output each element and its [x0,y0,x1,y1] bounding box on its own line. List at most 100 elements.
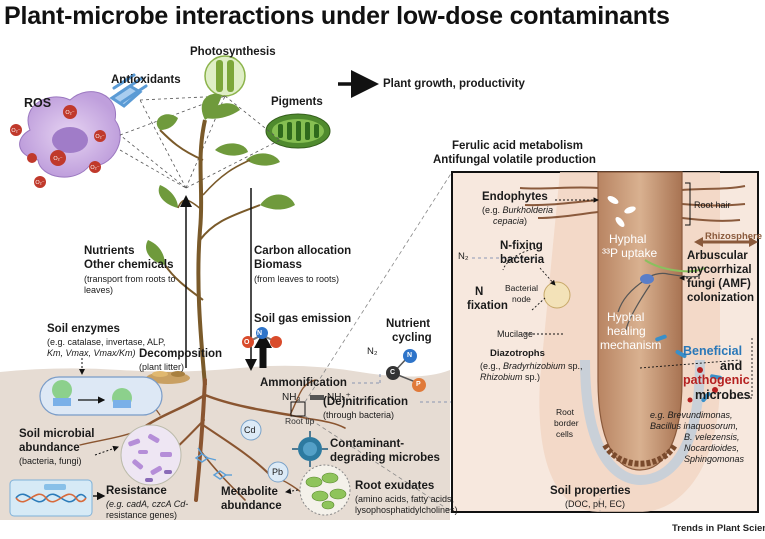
hyphal-healing-label-3: mechanism [600,338,662,352]
resistance-genes-2: resistance genes) [106,510,178,520]
inset-n2-label: N₂ [458,251,469,262]
transport-note: (transport from roots to [84,274,176,284]
resistance-genes: (e.g. cadA, czcA Cd- [106,499,189,509]
chloroplast-pigments [265,113,331,149]
transport-note-2: leaves) [84,285,114,295]
contaminant-degrading-microbes [292,431,328,467]
genera-line-1: e.g. Brevundimonas, [650,410,733,420]
n2o-molecule [242,327,282,348]
ros-cell-illustration: O₂⁻O₂⁻O₂⁻ O₂⁻O₂⁻O₂⁻ [10,91,121,188]
inset-microbe-cluster [655,334,722,403]
microbial-dashed-arrow [94,445,119,456]
molecule-p-letter: P [416,381,421,388]
bacterial-node-label-2: node [512,294,531,304]
microbial-abundance-circle [120,424,182,486]
antioxidants-label: Antioxidants [111,74,181,86]
rhizosphere-label: Rhizosphere [705,231,763,242]
root-exudates-label: Root exudates [355,480,435,492]
decomposition-label: Decomposition [139,348,223,360]
biomass-label: Biomass [254,259,302,271]
ammonification-label: Ammonification [260,377,347,389]
soil-gas-arrow-head [254,332,272,348]
beneficial-label: Beneficial [683,344,743,358]
amf-label: Arbuscular [687,250,748,262]
endophytes-example-2: cepacia) [493,216,528,226]
chloroplast-photosynthesis [204,55,246,97]
bacterial-node [543,281,571,309]
diazotrophs-example-2: Rhizobium sp.) [480,372,541,382]
resistance-label: Resistance [106,485,167,497]
n2o-o-letter: O [244,339,250,346]
pathogenic-label: pathogenic [683,373,750,387]
hyphal-healing-label-2: healing [607,324,646,338]
ros-stars [10,105,106,188]
root-tip-label: Root tip [285,416,315,426]
svg-text:O₂⁻: O₂⁻ [53,156,62,162]
n-fixation-label: N [475,286,484,298]
n2-label: N₂ [367,346,378,357]
root-exudates-list-2: lysophosphatidylcholines) [355,505,458,515]
molecule-c-letter: C [390,369,396,376]
p33-uptake-label: ³³P uptake [602,246,658,260]
soil-microbial-label-2: abundance [19,442,80,454]
amf-spore [640,274,654,284]
plant-litter-note: (plant litter) [139,362,185,372]
bacterial-node-label: Bacterial [505,283,539,293]
soil-gas-label: Soil gas emission [254,313,352,325]
svg-text:O₂⁻: O₂⁻ [95,134,104,140]
root-exudate-cluster [299,464,351,516]
root-border-label: Root [556,407,574,417]
root-tip-box [290,401,306,417]
through-bacteria-note: (through bacteria) [323,410,395,420]
pigments-label: Pigments [271,96,323,108]
n-fixation-label-2: fixation [467,300,508,312]
diazotrophs-example: (e.g., Bradyrhizobium sp., [480,361,583,371]
leaves-to-roots-note: (from leaves to roots) [254,274,340,284]
soil-enzymes-list: (e.g. catalase, invertase, ALP, [47,337,166,347]
root-border-label-2: border [554,418,579,428]
root-hairs [519,185,746,222]
denitrification-label: (De)nitrification [323,396,408,408]
n-fixing-label: N-fixing [500,240,543,252]
enzyme-cell [39,376,163,416]
n2o-n-letter: N [257,330,263,337]
nh3-label: NH₃ [282,392,301,403]
svg-text:O₂⁻: O₂⁻ [11,128,20,134]
endophytes-label: Endophytes [482,191,548,203]
pb-label: Pb [272,467,284,477]
contaminant-degrading-label: Contaminant- [330,438,405,450]
ferulic-acid-label: Ferulic acid metabolism [452,140,584,152]
amf-label-4: colonization [687,292,755,304]
journal-credit: Trends in Plant Science [672,523,765,534]
root-exudates-list: (amino acids, fatty acids, [355,494,455,504]
and-label: and [720,359,743,373]
diazotrophs-label: Diazotrophs [490,348,545,359]
endophyte-bacteria [607,196,636,227]
metabolite-molecules [194,447,232,480]
soil-enzymes-kinetics: Km, Vmax, Vmax/Km) [47,348,136,358]
cd-label: Cd [244,425,256,435]
plant-litter [146,371,190,384]
nh4-label: NH₄⁺ [327,392,351,403]
genera-line-5: Sphingomonas [684,454,745,464]
contaminant-degrading-label-2: degrading microbes [330,452,440,464]
root-hair-label: Root hair [694,200,731,210]
nutrient-cycling-label-2: cycling [392,332,432,344]
microbes-label: microbes [695,388,751,402]
nutrient-cycling-label: Nutrient [386,318,431,330]
nutrients-label: Nutrients [84,245,135,257]
ros-label: ROS [24,96,52,110]
metabolite-label-2: abundance [221,500,282,512]
soil-properties-list: (DOC, pH, EC) [565,499,626,509]
genera-line-3: B. velezensis, [684,432,740,442]
svg-text:O₂⁻: O₂⁻ [90,165,99,171]
plant-growth-label: Plant growth, productivity [383,78,525,90]
svg-text:O₂⁻: O₂⁻ [65,110,74,116]
mucilage-label: Mucilage [497,329,534,339]
amf-label-2: mycorrhizal [687,264,752,276]
nutrient-cycling-molecule [386,349,426,392]
figure-title: Plant-microbe interactions under low-dos… [4,2,670,30]
nh-arrow [310,395,324,400]
